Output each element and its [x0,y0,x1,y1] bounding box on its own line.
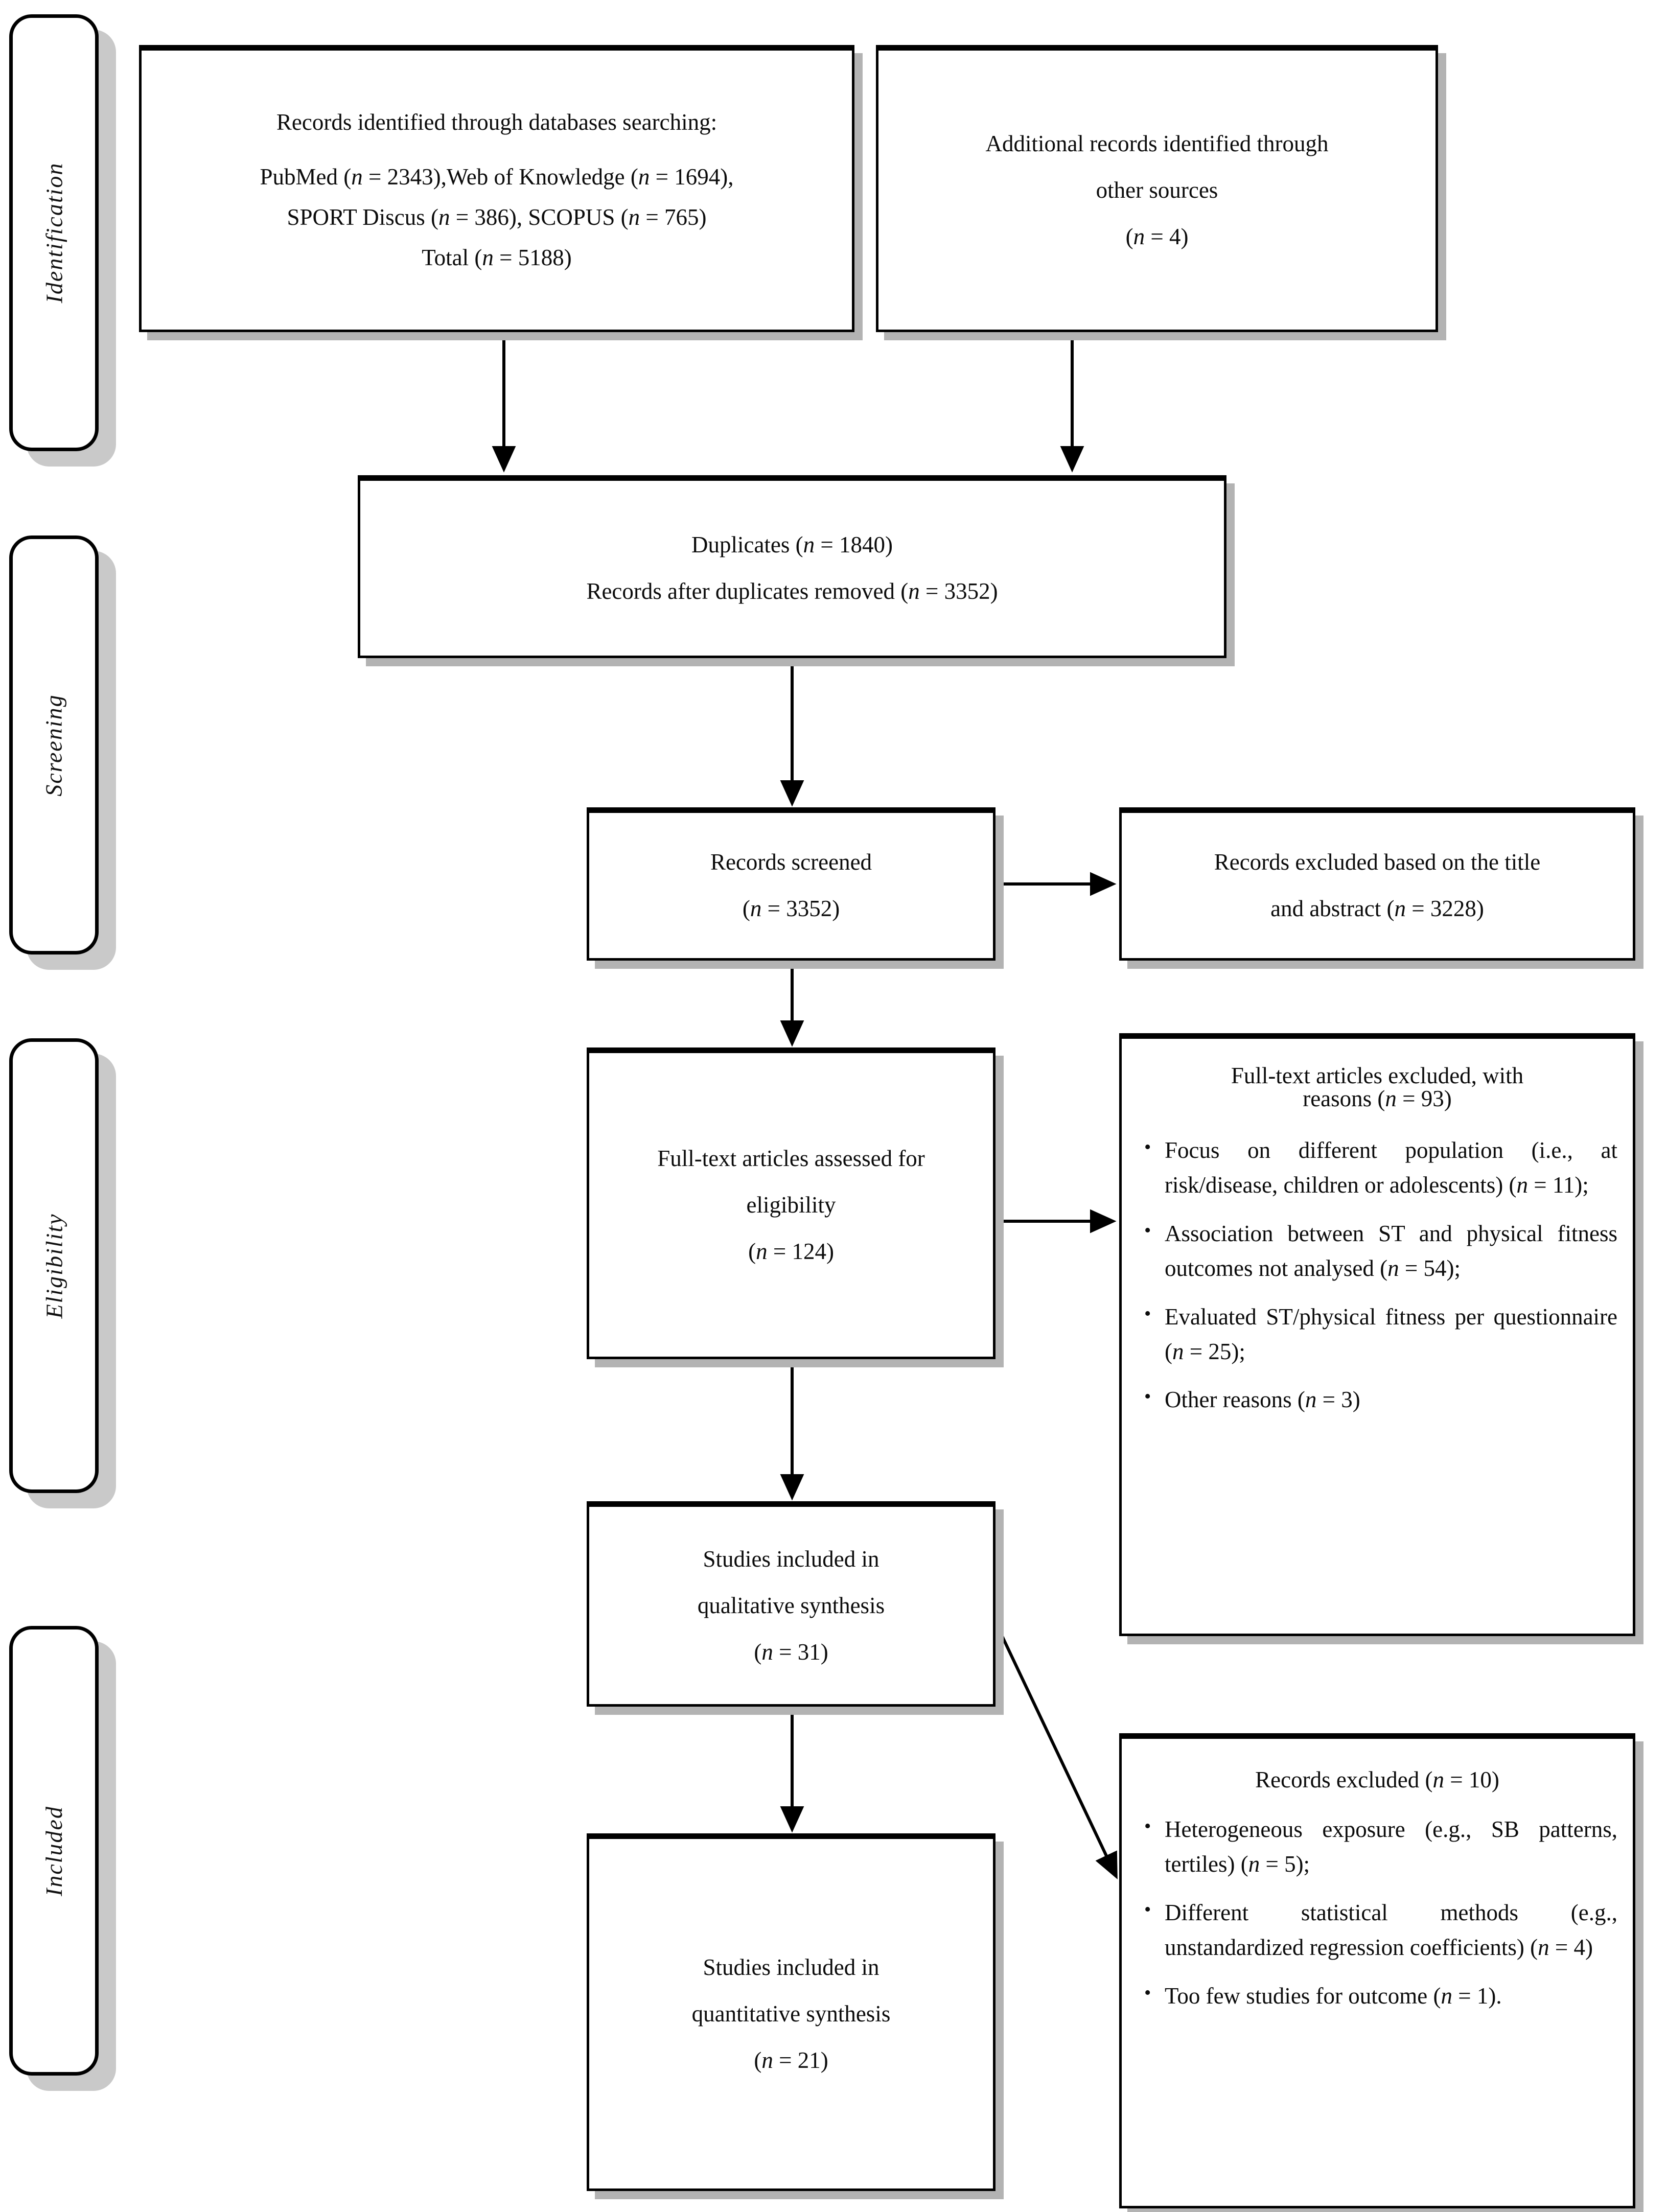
fulltext-assessed-line-1: Full-text articles assessed for [657,1145,925,1171]
other-sources-line-1: Additional records identified through [985,130,1329,156]
qualitative-line-2: qualitative synthesis [697,1592,885,1618]
fulltext-assessed-line-2: eligibility [746,1192,836,1218]
stage-label-included: Included [41,1805,67,1896]
fulltext-excluded-head-1: Full-text articles excluded, with [1231,1063,1524,1088]
records-excluded-line-2: and abstract (n = 3228) [1270,896,1484,921]
stage-label-screening: Screening [41,693,67,797]
box-additional-records-other-sources: Additional records identified through ot… [876,45,1438,332]
fulltext-excluded-reason-list: Focus on different population (i.e., at … [1137,1133,1617,1417]
quantitative-line-1: Studies included in [703,1954,879,1980]
box-records-screened: Records screened (n = 3352) [587,807,995,961]
stage-tab-eligibility: Eligibility [9,1038,99,1493]
databases-line-2: PubMed (n = 2343),Web of Knowledge (n = … [260,164,734,190]
list-item: Heterogeneous exposure (e.g., SB pattern… [1144,1812,1617,1882]
fulltext-excluded-head-2: reasons (n = 93) [1303,1086,1452,1111]
qualitative-line-3: (n = 31) [754,1639,828,1665]
box-records-excluded-title-abstract: Records excluded based on the title and … [1119,807,1635,961]
databases-line-3: SPORT Discus (n = 386), SCOPUS (n = 765) [287,204,707,230]
qualitative-line-1: Studies included in [703,1546,879,1572]
records-screened-line-2: (n = 3352) [742,896,840,921]
quantitative-line-3: (n = 21) [754,2047,828,2073]
box-duplicates-removed: Duplicates (n = 1840) Records after dupl… [358,475,1226,658]
box-studies-qualitative-synthesis: Studies included in qualitative synthesi… [587,1501,995,1707]
duplicates-line-1: Duplicates (n = 1840) [691,532,893,557]
quantitative-line-2: quantitative synthesis [691,2000,891,2027]
stage-label-eligibility: Eligibility [41,1213,67,1318]
duplicates-line-2: Records after duplicates removed (n = 33… [586,578,998,604]
box-records-excluded-meta: Records excluded (n = 10) Heterogeneous … [1119,1733,1635,2208]
box-fulltext-assessed-eligibility: Full-text articles assessed for eligibil… [587,1047,995,1359]
other-sources-line-3: (n = 4) [1125,223,1189,249]
arrow-qualitative-to-records-excluded [1000,1634,1118,1879]
list-item: Association between ST and physical fitn… [1144,1216,1617,1286]
records-screened-line-1: Records screened [710,849,872,875]
stage-tab-included: Included [9,1626,99,2076]
stage-tab-identification: Identification [9,14,99,451]
box-records-identified-databases: Records identified through databases sea… [139,45,854,332]
list-item: Evaluated ST/physical fitness per questi… [1144,1299,1617,1369]
box-studies-quantitative-synthesis: Studies included in quantitative synthes… [587,1833,995,2191]
stage-tab-screening: Screening [9,535,99,954]
other-sources-line-2: other sources [1096,177,1218,203]
records-excluded-meta-reason-list: Heterogeneous exposure (e.g., SB pattern… [1137,1812,1617,2013]
databases-line-1: Records identified through databases sea… [276,109,717,135]
list-item: Too few studies for outcome (n = 1). [1144,1978,1617,2013]
records-excluded-meta-head: Records excluded (n = 10) [1255,1767,1499,1792]
stage-label-identification: Identification [41,162,67,304]
list-item: Different statistical methods (e.g., uns… [1144,1895,1617,1965]
list-item: Other reasons (n = 3) [1144,1382,1617,1417]
databases-line-4: Total (n = 5188) [422,245,572,270]
records-excluded-line-1: Records excluded based on the title [1214,849,1541,875]
fulltext-assessed-line-3: (n = 124) [748,1238,834,1264]
list-item: Focus on different population (i.e., at … [1144,1133,1617,1203]
box-fulltext-articles-excluded-reasons: Full-text articles excluded, with reason… [1119,1033,1635,1636]
